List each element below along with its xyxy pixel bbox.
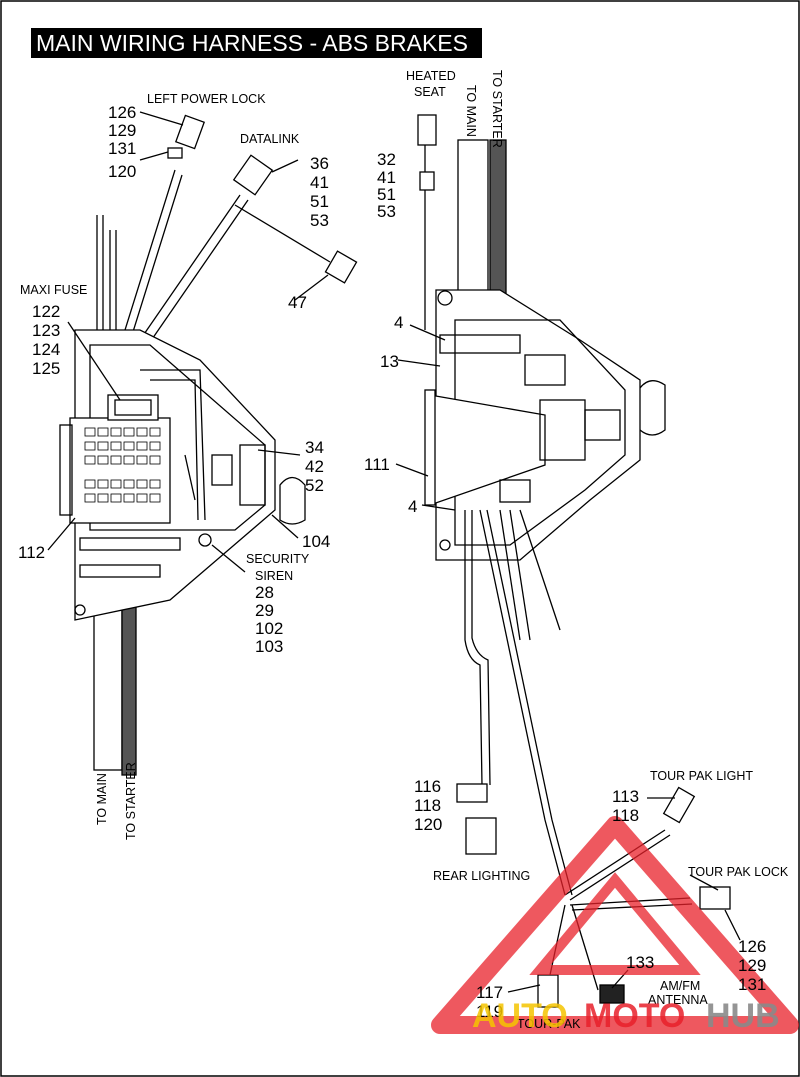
callout: 116 [414, 777, 441, 796]
callout: 32 [377, 150, 396, 169]
callout: 4 [394, 313, 403, 332]
watermark-moto: MOTO [584, 997, 685, 1035]
label-datalink: DATALINK [240, 132, 300, 146]
label-siren: SIREN [255, 569, 293, 583]
callout: 122 [32, 302, 60, 321]
callout: 104 [302, 532, 330, 551]
callout: 119 [476, 1002, 503, 1021]
callout: 103 [255, 637, 283, 656]
watermark-hub: HUB [706, 997, 780, 1035]
callout: 123 [32, 321, 60, 340]
label-tour-pak-light: TOUR PAK LIGHT [650, 769, 753, 783]
callout: 102 [255, 619, 283, 638]
callout: 53 [310, 211, 329, 230]
callout: 53 [377, 202, 396, 221]
label-seat: SEAT [414, 85, 446, 99]
callout: 125 [32, 359, 60, 378]
callout: 126 [738, 937, 766, 956]
callout: 124 [32, 340, 60, 359]
callout: 133 [626, 953, 654, 972]
label-left-power-lock: LEFT POWER LOCK [147, 92, 266, 106]
label-heated: HEATED [406, 69, 456, 83]
text-labels: LEFT POWER LOCK DATALINK MAXI FUSE SECUR… [20, 69, 789, 1031]
label-to-starter-right: TO STARTER [490, 70, 504, 148]
callout: 129 [108, 121, 136, 140]
callout: 129 [738, 956, 766, 975]
label-to-main-left: TO MAIN [95, 773, 109, 825]
label-security: SECURITY [246, 552, 310, 566]
callout: 28 [255, 583, 274, 602]
label-to-main-right: TO MAIN [464, 85, 478, 137]
callout: 120 [108, 162, 136, 181]
callout: 120 [414, 815, 442, 834]
callout: 47 [288, 293, 307, 312]
callout: 118 [414, 796, 441, 815]
label-maxi-fuse: MAXI FUSE [20, 283, 87, 297]
callout: 42 [305, 457, 324, 476]
callout: 41 [377, 168, 396, 187]
watermark-logo [431, 816, 799, 1034]
callout: 111 [364, 455, 390, 474]
callout: 112 [18, 543, 45, 562]
callout: 52 [305, 476, 324, 495]
callout: 51 [310, 192, 329, 211]
callout: 131 [738, 975, 766, 994]
right-harness-assembly [395, 114, 741, 1008]
callout: 4 [408, 497, 417, 516]
label-antenna: ANTENNA [648, 993, 708, 1007]
callout: 113 [612, 787, 639, 806]
callout: 41 [310, 173, 329, 192]
label-to-starter-left: TO STARTER [124, 762, 138, 840]
callout: 29 [255, 601, 274, 620]
callout: 13 [380, 352, 399, 371]
left-harness-assembly [47, 111, 358, 776]
callout: 118 [612, 806, 639, 825]
callout: 51 [377, 185, 396, 204]
watermark-auto: AUTO [472, 997, 568, 1035]
diagram-title: MAIN WIRING HARNESS - ABS BRAKES [31, 28, 482, 58]
callout: 34 [305, 438, 324, 457]
callout-numbers: 126 129 131 120 36 41 51 53 47 122 123 1… [18, 103, 766, 1021]
label-am-fm: AM/FM [660, 979, 700, 993]
label-rear-lighting: REAR LIGHTING [433, 869, 530, 883]
label-tour-pak-lock: TOUR PAK LOCK [688, 865, 789, 879]
label-tour-pak: TOUR-PAK [517, 1017, 581, 1031]
callout: 131 [108, 139, 136, 158]
callout: 126 [108, 103, 136, 122]
callout: 117 [476, 983, 503, 1002]
callout: 36 [310, 154, 329, 173]
watermark-text: AUTO MOTO HUB [472, 997, 780, 1035]
